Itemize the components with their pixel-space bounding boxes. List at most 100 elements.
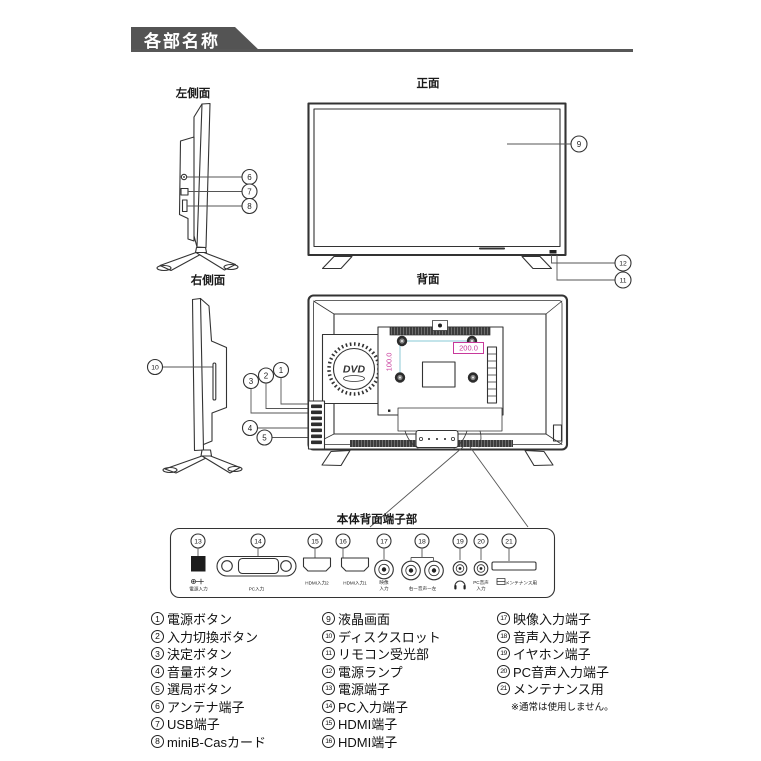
pc-audio-label-2: 入力 [476, 585, 486, 592]
video-rca-jack [374, 559, 394, 580]
disc-slot [212, 362, 217, 401]
callout-21: 21 [501, 533, 517, 549]
callout-5: 5 [256, 429, 273, 446]
callout-14: 14 [250, 533, 266, 549]
svg-text:19: 19 [456, 538, 464, 545]
svg-text:5: 5 [262, 433, 267, 442]
front-foot-right [521, 255, 553, 270]
svg-text:21: 21 [505, 538, 513, 545]
back-caption: 背面 [417, 272, 440, 286]
legend-label: USB端子 [167, 717, 220, 733]
legend-label: PC入力端子 [338, 699, 409, 715]
legend-num: 15 [322, 717, 335, 731]
left-side-view: 左側面 6 7 8 [156, 86, 258, 272]
legend-num: 13 [322, 682, 335, 696]
callout-8: 8 [241, 197, 258, 215]
callout-2: 2 [257, 367, 275, 384]
legend-num: 3 [151, 647, 164, 661]
side-key [311, 422, 322, 427]
stand-pad [227, 465, 243, 473]
stand-pad [162, 466, 178, 474]
back-corner-chamfers [313, 300, 563, 445]
front-caption: 正面 [417, 77, 440, 90]
mount-dot [428, 438, 430, 440]
terminal-caption: 本体背面端子部 [337, 512, 418, 526]
vesa-tab-screw [438, 323, 442, 328]
side-key [311, 404, 322, 409]
video-label-2: 入力 [379, 585, 389, 592]
callout-9: 9 [570, 135, 588, 153]
legend-num: 4 [151, 664, 164, 678]
legend-num: 11 [322, 647, 335, 661]
legend-label: HDMI端子 [338, 734, 398, 750]
maintenance-label: メンテナンス用 [505, 581, 537, 587]
section-banner: 各部名称 [131, 27, 261, 52]
callout-20: 20 [473, 533, 489, 549]
pc-audio-label-1: PC音声 [473, 579, 489, 586]
power-lamp-window [549, 250, 557, 254]
left-side-caption: 左側面 [175, 86, 211, 100]
antenna-port [180, 173, 188, 181]
vesa-plate [377, 326, 504, 416]
mount-screw [418, 436, 423, 441]
legend-num: 16 [322, 734, 335, 748]
callout-17: 17 [376, 533, 392, 549]
legend-label: 映像入力端子 [513, 612, 592, 628]
legend-num: 1 [151, 612, 164, 626]
side-key [311, 440, 322, 445]
back-bottom-recess [397, 407, 503, 432]
leader-11 [556, 255, 615, 281]
callout-4: 4 [241, 419, 259, 437]
dvd-logo: DVD [343, 364, 366, 376]
svg-text:14: 14 [254, 538, 262, 545]
maintenance-slot [491, 561, 537, 571]
dvd-logo-disc [343, 375, 365, 382]
vesa-boss [394, 372, 406, 383]
dc-power-label: 電源入力 [189, 586, 208, 593]
mount-screw [450, 436, 455, 441]
hdmi-connector-1 [340, 557, 370, 572]
vesa-width-label: 200.0 [459, 344, 478, 353]
legend-label: リモコン受光部 [338, 647, 430, 663]
audio-bracket [410, 557, 434, 561]
legend-label: 音量ボタン [167, 664, 233, 680]
vga-label: PC入力 [249, 586, 265, 593]
side-key [311, 410, 322, 415]
legend-num: 21 [497, 682, 510, 696]
maintenance-icon [496, 578, 506, 585]
callout-19: 19 [452, 533, 468, 549]
side-key [311, 416, 322, 421]
right-side-front-slab [191, 297, 205, 452]
right-stand-leg [201, 455, 241, 474]
legend-label: 決定ボタン [167, 647, 233, 663]
svg-text:12: 12 [619, 261, 627, 268]
legend-num: 19 [497, 647, 510, 661]
side-key [311, 434, 322, 439]
front-foot-left [321, 255, 353, 270]
back-view: 背面 DVD 200.0 100.0 [241, 272, 569, 528]
front-bezel [307, 102, 567, 257]
right-side-back-cover [199, 297, 228, 446]
svg-text:3: 3 [249, 377, 254, 386]
vesa-boss [467, 372, 479, 383]
legend-label: 選局ボタン [167, 682, 233, 698]
callout-13: 13 [190, 533, 206, 549]
callout-7: 7 [241, 183, 258, 200]
svg-text:13: 13 [194, 538, 202, 545]
